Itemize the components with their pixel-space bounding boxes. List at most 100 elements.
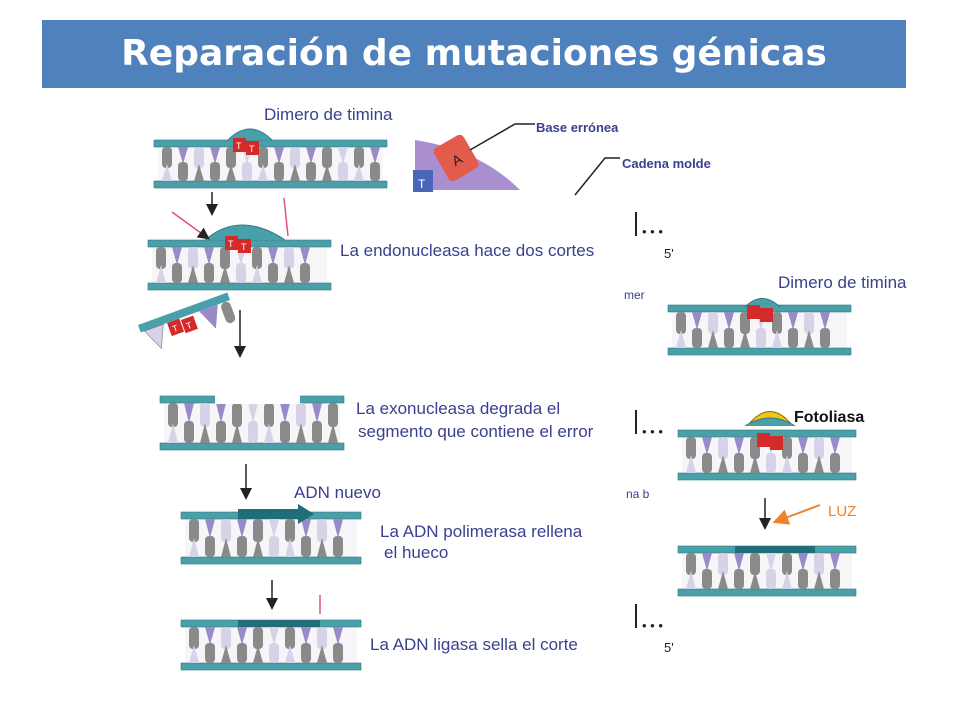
dna-base (820, 328, 830, 348)
step3-label-line1: La ADN polimerasa rellena (380, 522, 583, 541)
dna-base (804, 330, 814, 348)
mer-fragment: mer (624, 288, 645, 302)
dna-base (258, 147, 268, 168)
dna-base (370, 147, 380, 164)
dna-base (252, 247, 262, 269)
dna-base (317, 538, 327, 557)
dna-base (205, 627, 215, 645)
dna-base (274, 162, 284, 181)
dna-base (702, 437, 712, 455)
dna-base (708, 312, 718, 334)
dna-base (248, 421, 258, 443)
dna-base (782, 437, 792, 459)
dna-base (322, 147, 332, 168)
dna-base (296, 403, 306, 427)
na-fragment: na b (626, 487, 650, 501)
dna-base (750, 571, 760, 589)
dna-base (248, 403, 258, 423)
dna-base (237, 627, 247, 645)
thymine-1: T (236, 141, 242, 151)
dna-base (264, 423, 274, 443)
dna-base (686, 553, 696, 575)
dna-base (692, 312, 702, 330)
dna-base (284, 265, 294, 283)
dna-base (322, 164, 332, 181)
dna-base (814, 437, 824, 459)
dna-base (734, 453, 744, 473)
dna-base (258, 164, 268, 181)
dna-base (194, 164, 204, 181)
dna-base (226, 147, 236, 168)
dna-base (317, 519, 327, 542)
dna-base (252, 265, 262, 283)
dna-bottom-strand (159, 442, 345, 451)
dna-base (253, 627, 263, 649)
dots-3: • • • (642, 618, 663, 633)
cut-arrows (171, 197, 289, 240)
dna-base (312, 421, 322, 443)
dna-base (205, 643, 215, 663)
dna-base (750, 455, 760, 473)
photo-dimer (744, 298, 781, 322)
dna-base (172, 247, 182, 265)
dna-bottom-strand (677, 588, 857, 597)
dna-base (338, 162, 348, 181)
dna-base (766, 553, 776, 571)
dna-base (804, 312, 814, 334)
photo-dimer-label: Dimero de timina (778, 273, 907, 292)
five-prime-3: 5' (664, 640, 674, 655)
dna-base (216, 403, 226, 423)
excised-fragment: T T (138, 292, 236, 350)
dna-new-strand (238, 620, 320, 627)
dna-base (236, 263, 246, 283)
thymine-4: T (241, 242, 247, 252)
dna-base (162, 147, 172, 168)
luz-arrow (772, 504, 821, 525)
five-prime-1: 5' (664, 246, 674, 261)
dna-base (734, 553, 744, 571)
dna-base (237, 643, 247, 663)
dna-base (189, 645, 199, 663)
dna-base (178, 147, 188, 164)
mismatch-background: T A (413, 123, 620, 196)
dna-base (830, 553, 840, 571)
dna-base (220, 265, 230, 283)
dna-base (184, 403, 194, 423)
dna-bottom-strand (677, 472, 857, 481)
cadena-molde-label: Cadena molde (622, 156, 711, 171)
dna-base (264, 403, 274, 427)
dna-base (814, 455, 824, 473)
dna-bottom-strand (180, 556, 362, 565)
dna-base (253, 519, 263, 542)
dna-base (268, 263, 278, 283)
dna-base (200, 403, 210, 427)
dna-base (333, 536, 343, 557)
base-t-letter: T (418, 177, 426, 191)
dna-base (221, 519, 231, 542)
dna-base (226, 164, 236, 181)
dna-base (814, 553, 824, 575)
dna-base (242, 162, 252, 181)
dna-base (772, 312, 782, 334)
dna-base (830, 437, 840, 455)
dna-base (820, 312, 830, 330)
step2-label-line1: La exonucleasa degrada el (356, 399, 560, 418)
dna-base (204, 247, 214, 265)
dna-base (204, 263, 214, 283)
dna-top-strand (153, 139, 388, 148)
dna-base (296, 423, 306, 443)
dna-base (798, 553, 808, 571)
step2-label-line2: segmento que contiene el error (358, 422, 594, 441)
dna-base (220, 247, 230, 269)
dna-base (702, 453, 712, 473)
dna-base (269, 643, 279, 663)
dna-base (188, 265, 198, 283)
dna-base (253, 538, 263, 557)
dna-base (782, 571, 792, 589)
dna-base (333, 643, 343, 663)
photo-dna-enzyme (677, 429, 857, 481)
dna-base (798, 453, 808, 473)
dna-base (232, 403, 242, 427)
dna-base (200, 423, 210, 443)
dna-base (194, 147, 204, 168)
